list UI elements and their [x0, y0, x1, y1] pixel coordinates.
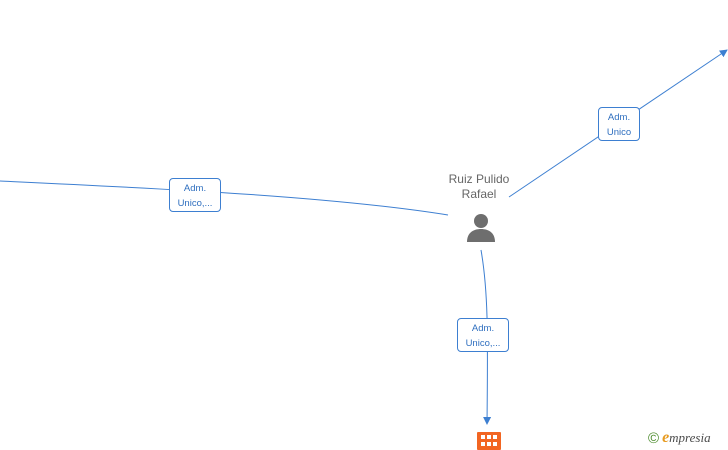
- person-name[interactable]: Ruiz Pulido Rafael: [434, 172, 524, 202]
- edge-label-left-line2: Unico,...: [177, 198, 213, 209]
- edge-line-left: [0, 180, 449, 216]
- edge-label-top-right-line1: Adm.: [607, 112, 631, 123]
- edge-label-bottom-line1: Adm.: [471, 323, 495, 334]
- person-icon[interactable]: [465, 212, 497, 244]
- edge-label-left-line1: Adm.: [183, 183, 207, 194]
- building-icon[interactable]: [477, 432, 501, 450]
- edge-label-left[interactable]: Adm. Unico,...: [169, 178, 221, 212]
- brand-name-e: e: [662, 429, 670, 446]
- person-name-line1: Ruiz Pulido: [448, 172, 510, 186]
- edge-label-top-right[interactable]: Adm. Unico: [598, 107, 640, 141]
- edge-label-bottom[interactable]: Adm. Unico,...: [457, 318, 509, 352]
- edge-line-bottom: [480, 249, 492, 425]
- brand-name-rest: mpresia: [669, 430, 711, 445]
- copyright-icon: ©: [648, 429, 660, 447]
- person-name-line2: Rafael: [461, 187, 497, 201]
- empresia-watermark: © empresia: [648, 428, 711, 448]
- brand-name: empresia: [662, 429, 711, 447]
- edge-label-bottom-line2: Unico,...: [465, 338, 501, 349]
- edge-label-top-right-line2: Unico: [606, 127, 632, 138]
